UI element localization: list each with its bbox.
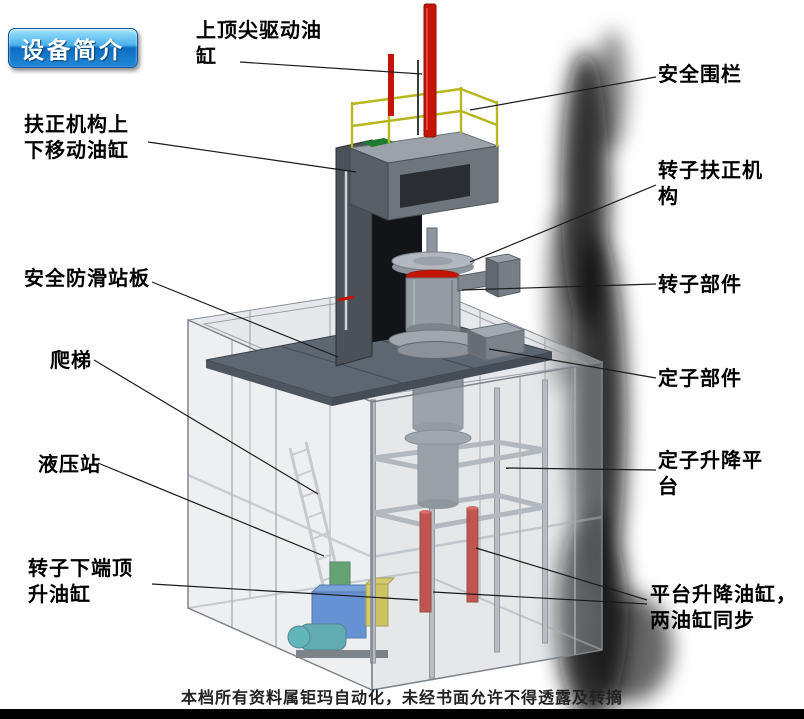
- stator-bracket: [466, 322, 526, 361]
- title-badge: 设备简介: [8, 28, 138, 68]
- label-rotor-component: 转子部件: [658, 274, 742, 296]
- label-stator-lifting-platform: 定子升降平 台: [658, 450, 763, 498]
- shadow-smudge: [548, 30, 672, 719]
- label-platform-lift-cylinders: 平台升降油缸， 两油缸同步: [650, 584, 797, 632]
- label-hydraulic-station: 液压站: [38, 454, 101, 476]
- top-drive-cylinder-rod: [388, 3, 437, 138]
- platform-lift-cylinder-right: [466, 506, 479, 603]
- bottom-black-bar: [0, 709, 804, 719]
- copyright-footer: 本档所有资料属钜玛自动化，未经书面允许不得透露及转摘: [180, 690, 623, 707]
- label-ladder: 爬梯: [50, 350, 92, 372]
- label-anti-slip-platform: 安全防滑站板: [24, 268, 150, 290]
- label-stator-component: 定子部件: [658, 368, 742, 390]
- label-centering-lift-cylinder: 扶正机构上 下移动油缸: [24, 114, 129, 162]
- platform-lift-cylinder-left: [419, 510, 432, 613]
- label-rotor-centering-mechanism: 转子扶正机 构: [658, 160, 763, 208]
- label-rotor-bottom-jack-cylinder: 转子下端顶 升油缸: [28, 558, 133, 606]
- head-platform: [348, 131, 500, 221]
- rotor-assembly: [388, 227, 522, 359]
- label-top-drive-cylinder: 上顶尖驱动油 缸: [196, 20, 322, 68]
- label-safety-fence: 安全围栏: [658, 64, 742, 86]
- leader-lines: [93, 61, 657, 605]
- pit-walls: [187, 318, 603, 692]
